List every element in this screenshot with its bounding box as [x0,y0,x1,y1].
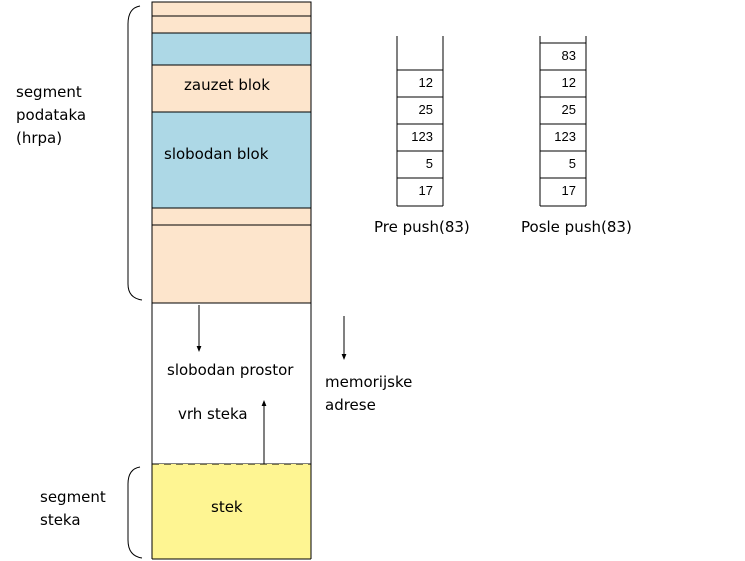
heap-brace [127,5,143,301]
heap-segment-label-line-2: podataka [16,106,87,124]
heap-segment-label-line-3: (hrpa) [16,129,63,147]
heap-block-used-4 [151,224,312,304]
address-label-line-1: memorijske [325,373,413,391]
stack-after-cell: 25 [561,102,576,117]
stack-segment-label-line-1: segment [40,488,106,506]
address-label-line-2: adrese [325,396,376,414]
stack-brace [127,466,143,559]
stack-after-push [539,36,587,207]
used-block-label: zauzet blok [184,76,270,94]
stack-after-cell: 123 [554,129,576,144]
free-block-label: slobodan blok [164,145,269,163]
free-space-label: slobodan prostor [167,361,294,379]
heap-block-used-3 [151,207,312,226]
stack-after-caption: Posle push(83) [521,218,632,236]
stack-region [152,464,311,559]
stack-top-label: vrh steka [178,405,248,423]
stack-before-push [396,36,444,207]
stack-after-cell: 12 [561,75,576,90]
stack-before-cell: 25 [418,102,433,117]
heap-block-used-2 [151,15,312,34]
heap-segment-label-line-1: segment [16,83,82,101]
stack-segment-label-line-2: steka [40,511,81,529]
heap-block-used-labeled [151,64,312,113]
stack-after-cell: 83 [561,48,576,63]
stack-label: stek [211,498,243,516]
stack-before-cell: 17 [418,183,433,198]
stack-after-cell: 17 [561,183,576,198]
stack-before-cell: 123 [411,129,433,144]
heap-block-free-labeled [151,111,312,209]
free-space-region [151,302,312,465]
stack-before-cell: 12 [418,75,433,90]
stack-before-cell: 5 [425,156,433,171]
stack-before-caption: Pre push(83) [374,218,470,236]
heap-block-free-1 [151,32,312,66]
heap-block-used-1 [151,1,312,17]
stack-after-cell: 5 [568,156,576,171]
